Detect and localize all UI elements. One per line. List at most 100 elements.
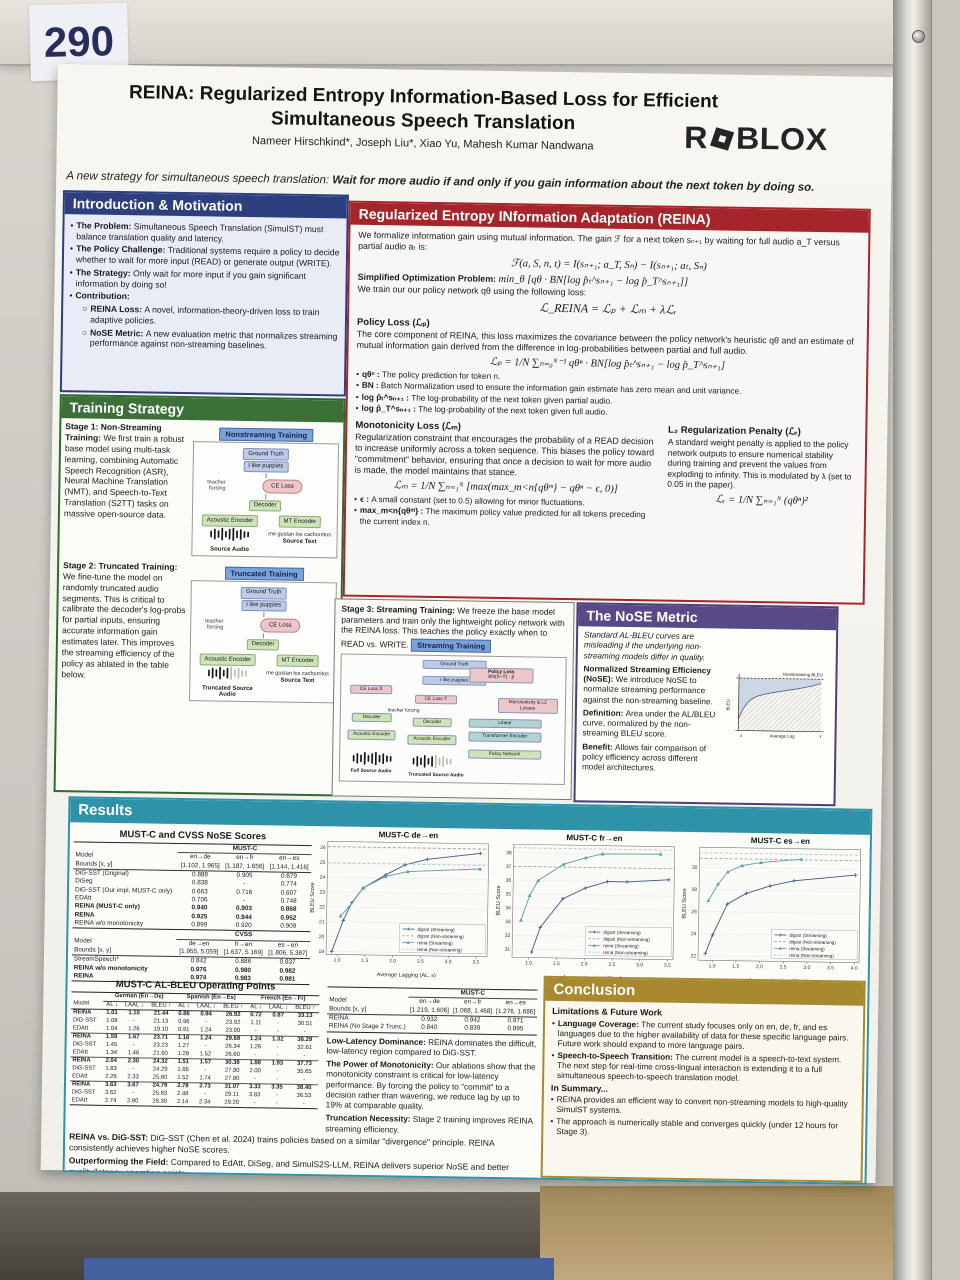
truncated-waveform-icon xyxy=(409,754,455,772)
average-lag-label: Average Lag xyxy=(769,734,794,739)
source-audio-label: Truncated Source Audio xyxy=(201,685,253,698)
results-mid-notes: Low-Latency Dominance: REINA dominates t… xyxy=(325,1036,537,1138)
cell: DiG-SST xyxy=(72,1041,97,1048)
nose-illustration-chart: Nonstreaming BLEU BLEU x Average Lag Y xyxy=(725,672,824,740)
cell: 2.78 xyxy=(173,1082,192,1092)
svg-text:2.0: 2.0 xyxy=(756,964,763,970)
title-line1: REINA: Regularized Entropy Information-B… xyxy=(128,82,719,113)
bullet-item: •The Strategy: Only wait for more input … xyxy=(69,267,307,290)
cell: 0.72 xyxy=(250,1012,262,1019)
svg-text:1.0: 1.0 xyxy=(334,957,341,963)
truncated-source-audio-label: Truncated Source Audio xyxy=(408,772,464,779)
svg-text:digsst (Non-streaming): digsst (Non-streaming) xyxy=(417,934,464,940)
cell: AL ↓ xyxy=(175,1002,194,1012)
tagline-prefix: A new strategy for simultaneous speech t… xyxy=(66,170,330,187)
monotonicity-column: Monotonicity Loss (ℒₘ) Regularization co… xyxy=(354,416,658,532)
board-top-rail xyxy=(0,0,960,66)
acoustic-encoder-box: Acoustic Encoder xyxy=(201,514,259,528)
ground-truth-box: Ground Truth xyxy=(243,447,289,461)
reina-paragraph-1: We formalize information gain using mutu… xyxy=(358,229,840,252)
bullet-item: •The Policy Challenge: Traditional syste… xyxy=(70,243,340,269)
source-audio-label: Source Audio xyxy=(210,546,249,554)
section-introduction: Introduction & Motivation •The Problem: … xyxy=(59,190,349,397)
svg-text:2.5: 2.5 xyxy=(780,964,787,970)
audio-branch: Acoustic Encoder Truncated Source Audio xyxy=(194,653,262,699)
cell: [1.637, 5.169] xyxy=(220,948,266,959)
ground-truth-box: Ground Truth xyxy=(241,586,287,600)
floor xyxy=(540,1186,960,1280)
nose-items: Normalized Streaming Efficiency (NoSE): … xyxy=(582,664,719,775)
cell: 2.26 xyxy=(105,1073,117,1080)
cell: - xyxy=(289,1100,318,1110)
cell: 1.34 xyxy=(105,1049,118,1056)
ce-loss-row: teacher forcing CE Loss xyxy=(195,477,335,495)
acoustic-encoder-box: Acoustic Encoder xyxy=(347,730,396,741)
bullet-item: •REINA provides an efficient way to conv… xyxy=(550,1095,848,1116)
decoder-box: Decoder xyxy=(246,638,280,651)
albleu-table-block: MUST-C AL-BLEU Operating Points German (… xyxy=(69,978,320,1110)
svg-text:2.5: 2.5 xyxy=(608,962,615,968)
svg-text:MUST-C de→en: MUST-C de→en xyxy=(379,830,439,840)
truncated-waveform-icon xyxy=(206,666,248,684)
cell: 2.80 xyxy=(119,1097,146,1107)
cell: Model xyxy=(71,1000,104,1010)
regularization-formula: ℒᵣ = 1/N ∑ₙ₌₁ᴺ (qθⁿ)² xyxy=(715,493,808,507)
decoder-box: Decoder xyxy=(412,717,453,728)
cell: [1.955, 5.059] xyxy=(176,947,222,958)
note-item: Low-Latency Dominance: REINA dominates t… xyxy=(326,1035,537,1058)
text-branch: MT Encoder me gustan los cachorritos Sou… xyxy=(264,654,332,700)
nose-italic-note: Standard AL-BLEU curves are misleading i… xyxy=(583,630,706,662)
cell: 1.28 xyxy=(177,1050,190,1057)
diagram-tag: Nonstreaming Training xyxy=(219,427,314,443)
section-nose-metric: The NoSE Metric Standard AL-BLEU curves … xyxy=(573,602,839,807)
cell: DiG-SST xyxy=(72,1065,96,1072)
cell: 2.48 xyxy=(176,1091,189,1098)
cell: 0.91 xyxy=(177,1026,190,1033)
svg-text:reina (Non-streaming): reina (Non-streaming) xyxy=(417,947,462,953)
svg-text:MUST-C es→en: MUST-C es→en xyxy=(751,836,810,846)
summary-bullets: •REINA provides an efficient way to conv… xyxy=(550,1095,855,1142)
teacher-forcing-label: teacher forcing xyxy=(207,479,226,492)
cell: LAAL ↓ xyxy=(121,1001,148,1011)
source-text-label: Source Text xyxy=(282,538,317,546)
connector xyxy=(264,494,266,500)
policy-loss-bullets: •qθⁿ : The policy prediction for token n… xyxy=(356,370,859,422)
bullet-item: ○NoSE Metric: A new evaluation metric th… xyxy=(81,327,338,351)
sentence-box: I like puppies xyxy=(243,460,289,473)
svg-text:Average Lagging (AL, s): Average Lagging (AL, s) xyxy=(377,972,436,979)
albleu-table: German (En→De)Spanish (En→Es)French (En→… xyxy=(69,991,320,1110)
cell: 3.63 xyxy=(101,1081,120,1091)
svg-text:MUST-C fr→en: MUST-C fr→en xyxy=(566,833,622,843)
cell: BLEU ↑ xyxy=(147,1001,176,1011)
note-item: Benefit: Allows fair comparison of polic… xyxy=(581,741,707,773)
svg-text:3.0: 3.0 xyxy=(445,959,452,965)
svg-text:2.0: 2.0 xyxy=(581,961,588,967)
cell: 1.45 xyxy=(105,1041,118,1049)
x-right-tick: Y xyxy=(819,735,822,740)
svg-text:31: 31 xyxy=(505,947,511,953)
training-stage1-row: Stage 1: Non-Streaming Training: We firs… xyxy=(59,418,343,561)
cell: - xyxy=(254,1027,257,1034)
cell: DiG-SST xyxy=(71,1089,96,1096)
svg-text:2.5: 2.5 xyxy=(417,959,424,965)
logo-letter-r: R xyxy=(683,119,709,156)
svg-text:37: 37 xyxy=(506,864,512,870)
svg-text:reina (Streaming): reina (Streaming) xyxy=(789,946,825,952)
section-stage3: Stage 3: Streaming Training: We freeze t… xyxy=(331,598,575,801)
cell: EDAtt xyxy=(72,1049,88,1056)
cell: [1.187, 1.656] xyxy=(222,862,267,872)
svg-text:22: 22 xyxy=(319,904,325,910)
cell: - xyxy=(254,1051,257,1058)
policy-loss-line2: BN(X̂−Ŷ) · p̂ xyxy=(488,675,515,681)
cell: 2.34 xyxy=(191,1098,218,1108)
note-item: The Power of Monotonicity: Our ablations… xyxy=(325,1059,536,1112)
tagline-emphasis: Wait for more audio if and only if you g… xyxy=(332,174,815,194)
introduction-body: •The Problem: Simultaneous Speech Transl… xyxy=(62,214,346,358)
cell: 1.08 xyxy=(106,1017,118,1025)
cell: 1.27 xyxy=(177,1043,190,1050)
conclusion-body: Limitations & Future Work •Language Cove… xyxy=(543,1001,863,1147)
monotonicity-losses-box: Monotonicity & L2 Losses xyxy=(497,698,558,714)
